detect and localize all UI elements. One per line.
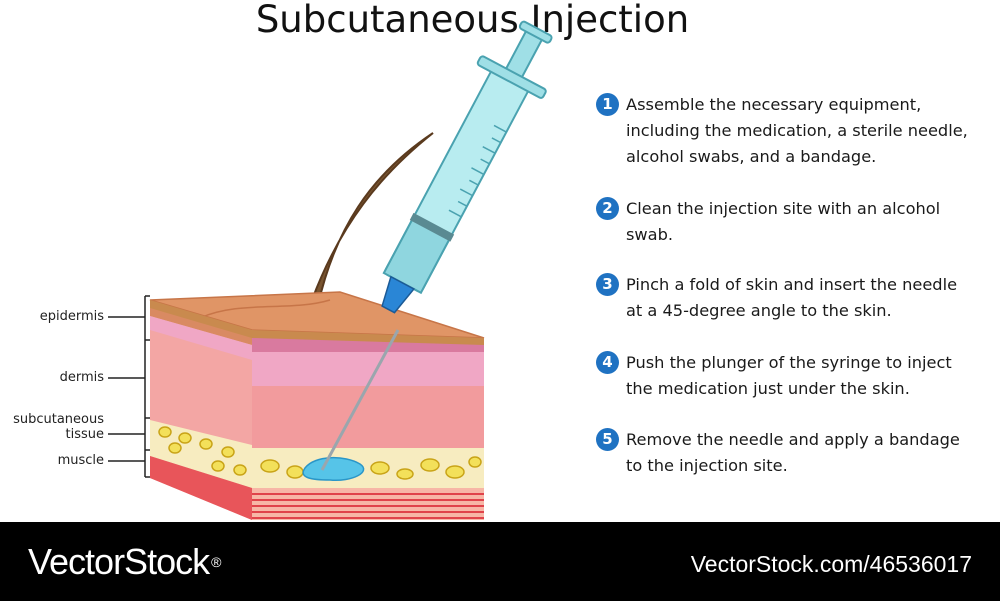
step-number-badge: 4: [596, 351, 619, 374]
needle: [320, 329, 400, 471]
syringe: [381, 20, 553, 314]
skin-front-face: [252, 338, 484, 520]
page-title: Subcutaneous Injection: [255, 0, 690, 41]
step-number-badge: 1: [596, 93, 619, 116]
skin-injection-illustration: [108, 20, 553, 520]
label-subcutaneous-tissue: subcutaneous tissue: [13, 412, 104, 442]
label-dermis: dermis: [59, 370, 104, 385]
footer-bar: VectorStock® VectorStock.com/46536017: [0, 522, 1000, 601]
step-text: Pinch a fold of skin and insert the need…: [626, 275, 958, 320]
label-muscle: muscle: [57, 453, 104, 468]
step-text: Remove the needle and apply a bandage to…: [626, 430, 960, 475]
medication-blob: [302, 457, 365, 481]
footer-url: VectorStock.com/46536017: [690, 551, 972, 577]
step-number-badge: 2: [596, 197, 619, 220]
step-text: Push the plunger of the syringe to injec…: [626, 353, 952, 398]
step-text: Assemble the necessary equipment, includ…: [626, 95, 968, 166]
step-number-badge: 5: [596, 428, 619, 451]
hair-strand: [310, 132, 434, 307]
layer-leader-lines: [108, 295, 150, 478]
fat-cells: [260, 456, 482, 480]
registered-mark: ®: [211, 554, 221, 570]
vectorstock-logo: VectorStock®: [28, 540, 221, 584]
brand-name: VectorStock: [28, 541, 210, 582]
step-number-badge: 3: [596, 273, 619, 296]
step-text: Clean the injection site with an alcohol…: [626, 199, 941, 244]
label-epidermis: epidermis: [39, 309, 104, 324]
